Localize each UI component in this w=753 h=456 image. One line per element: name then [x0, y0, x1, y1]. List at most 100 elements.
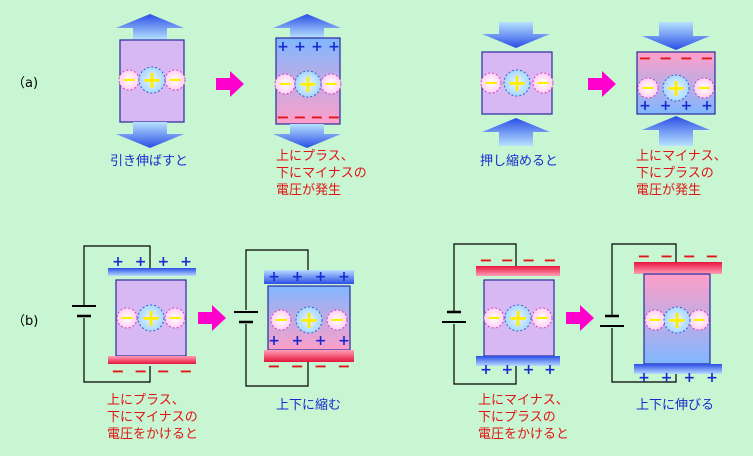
caption-line: 下にマイナスの: [107, 410, 198, 425]
caption-shrink: 上下に縮む: [276, 398, 342, 413]
plate-minus-sign: −: [157, 362, 170, 381]
inner-plus-sign: +: [315, 333, 327, 349]
positive-ion: [662, 74, 690, 102]
plate-plus-sign: +: [706, 370, 718, 386]
top-plus-sign: +: [328, 39, 340, 55]
plate-minus-sign: −: [111, 362, 124, 381]
negative-ion: [688, 309, 710, 331]
negative-ion-sign: −: [121, 70, 136, 91]
negative-ion: [164, 307, 186, 329]
positive-ion: [503, 69, 531, 97]
positive-ion: [137, 304, 165, 332]
positive-ion-sign: +: [298, 70, 318, 98]
plate-b4-top: [634, 262, 722, 274]
negative-ion-sign: −: [486, 308, 501, 329]
caption-compress-result: 上にマイナス、 下にプラスの 電圧が発生: [636, 148, 727, 199]
caption-apply-minus-top: 上にマイナス、 下にプラスの 電圧をかけると: [478, 392, 569, 443]
stretch-arrow-up: [116, 14, 184, 40]
compress-arrow-down: [482, 22, 550, 48]
negative-ion-sign: −: [534, 308, 549, 329]
positive-ion: [504, 304, 532, 332]
positive-ion-sign: +: [667, 306, 687, 334]
wire-b1-top: [83, 245, 151, 305]
top-minus-sign: −: [638, 49, 651, 68]
plate-b2-bottom: [264, 350, 354, 362]
stretch-arrow-down: [116, 122, 184, 148]
plate-plus-sign: +: [638, 370, 650, 386]
negative-ion-sign: −: [483, 73, 498, 94]
plate-b1-bottom: [108, 356, 196, 364]
plate-b1-top: [108, 268, 196, 276]
caption-line: 電圧が発生: [636, 183, 702, 198]
row-label-a: （a): [12, 76, 39, 91]
plate-b2-top: [264, 270, 354, 284]
caption-apply-plus-top: 上にプラス、 下にマイナスの 電圧をかけると: [107, 392, 198, 443]
bottom-minus-sign: −: [327, 108, 340, 127]
plate-minus-sign: −: [267, 357, 280, 376]
negative-ion-sign: −: [273, 310, 288, 331]
plate-plus-sign: +: [523, 362, 535, 378]
negative-ion-sign: −: [277, 74, 292, 95]
plate-plus-sign: +: [268, 269, 280, 285]
caption-line: 下にマイナスの: [276, 166, 367, 181]
inner-plus-sign: +: [268, 333, 280, 349]
plate-plus-sign: +: [135, 254, 147, 270]
wire-b2-top: [245, 249, 309, 310]
plate-minus-sign: −: [543, 251, 556, 270]
positive-ion: [295, 306, 323, 334]
wire-b1-bottom: [83, 318, 151, 383]
negative-ion-sign: −: [696, 78, 711, 99]
transition-arrow-1: [216, 71, 244, 97]
caption-compress: 押し縮めると: [480, 154, 559, 169]
wire-b2-bottom: [245, 324, 309, 387]
result1-arrow-down: [273, 124, 341, 148]
compress-arrow-up: [482, 118, 550, 146]
negative-ion: [531, 307, 553, 329]
caption-line: 下にプラスの: [478, 410, 556, 425]
plate-minus-sign: −: [134, 362, 147, 381]
bottom-plus-sign: +: [680, 98, 692, 114]
plate-minus-sign: −: [337, 357, 350, 376]
negative-ion: [326, 309, 348, 331]
plate-plus-sign: +: [683, 370, 695, 386]
bottom-minus-sign: −: [310, 108, 323, 127]
plate-plus-sign: +: [338, 269, 350, 285]
caption-stretch: 引き伸ばすと: [110, 154, 189, 169]
plate-plus-sign: +: [480, 362, 492, 378]
negative-ion: [116, 307, 138, 329]
caption-stretch-result: 上にプラス、 下にマイナスの 電圧が発生: [276, 148, 367, 199]
negative-ion: [320, 73, 342, 95]
negative-ion-sign: −: [535, 73, 550, 94]
caption-line: 下にプラスの: [636, 166, 714, 181]
plate-minus-sign: −: [522, 251, 535, 270]
plate-minus-sign: −: [291, 357, 304, 376]
plate-plus-sign: +: [180, 254, 192, 270]
positive-ion-sign: +: [666, 74, 686, 102]
top-minus-sign: −: [680, 49, 693, 68]
caption-line: 電圧をかけると: [107, 427, 199, 442]
positive-ion: [663, 306, 691, 334]
inner-plus-sign: +: [291, 333, 303, 349]
wire-b3-bottom: [453, 324, 517, 385]
plate-plus-sign: +: [291, 269, 303, 285]
negative-ion-sign: −: [640, 78, 655, 99]
bottom-plus-sign: +: [639, 98, 651, 114]
wire-b3-top: [453, 243, 517, 312]
caption-line: 電圧が発生: [276, 183, 342, 198]
bottom-plus-sign: +: [701, 98, 713, 114]
result2-arrow-up: [642, 116, 710, 146]
wire-b4-bottom: [611, 328, 677, 383]
plate-b4-bottom: [634, 364, 722, 374]
caption-line: 電圧をかけると: [478, 427, 570, 442]
positive-ion-sign: +: [507, 69, 527, 97]
plate-b3-top: [476, 266, 560, 276]
plate-minus-sign: −: [314, 357, 327, 376]
plate-minus-sign: −: [637, 247, 650, 266]
top-plus-sign: +: [277, 39, 289, 55]
negative-ion: [532, 72, 554, 94]
negative-ion-sign: −: [119, 308, 134, 329]
positive-ion-sign: +: [508, 304, 528, 332]
negative-ion: [164, 69, 186, 91]
plate-minus-sign: −: [683, 247, 696, 266]
